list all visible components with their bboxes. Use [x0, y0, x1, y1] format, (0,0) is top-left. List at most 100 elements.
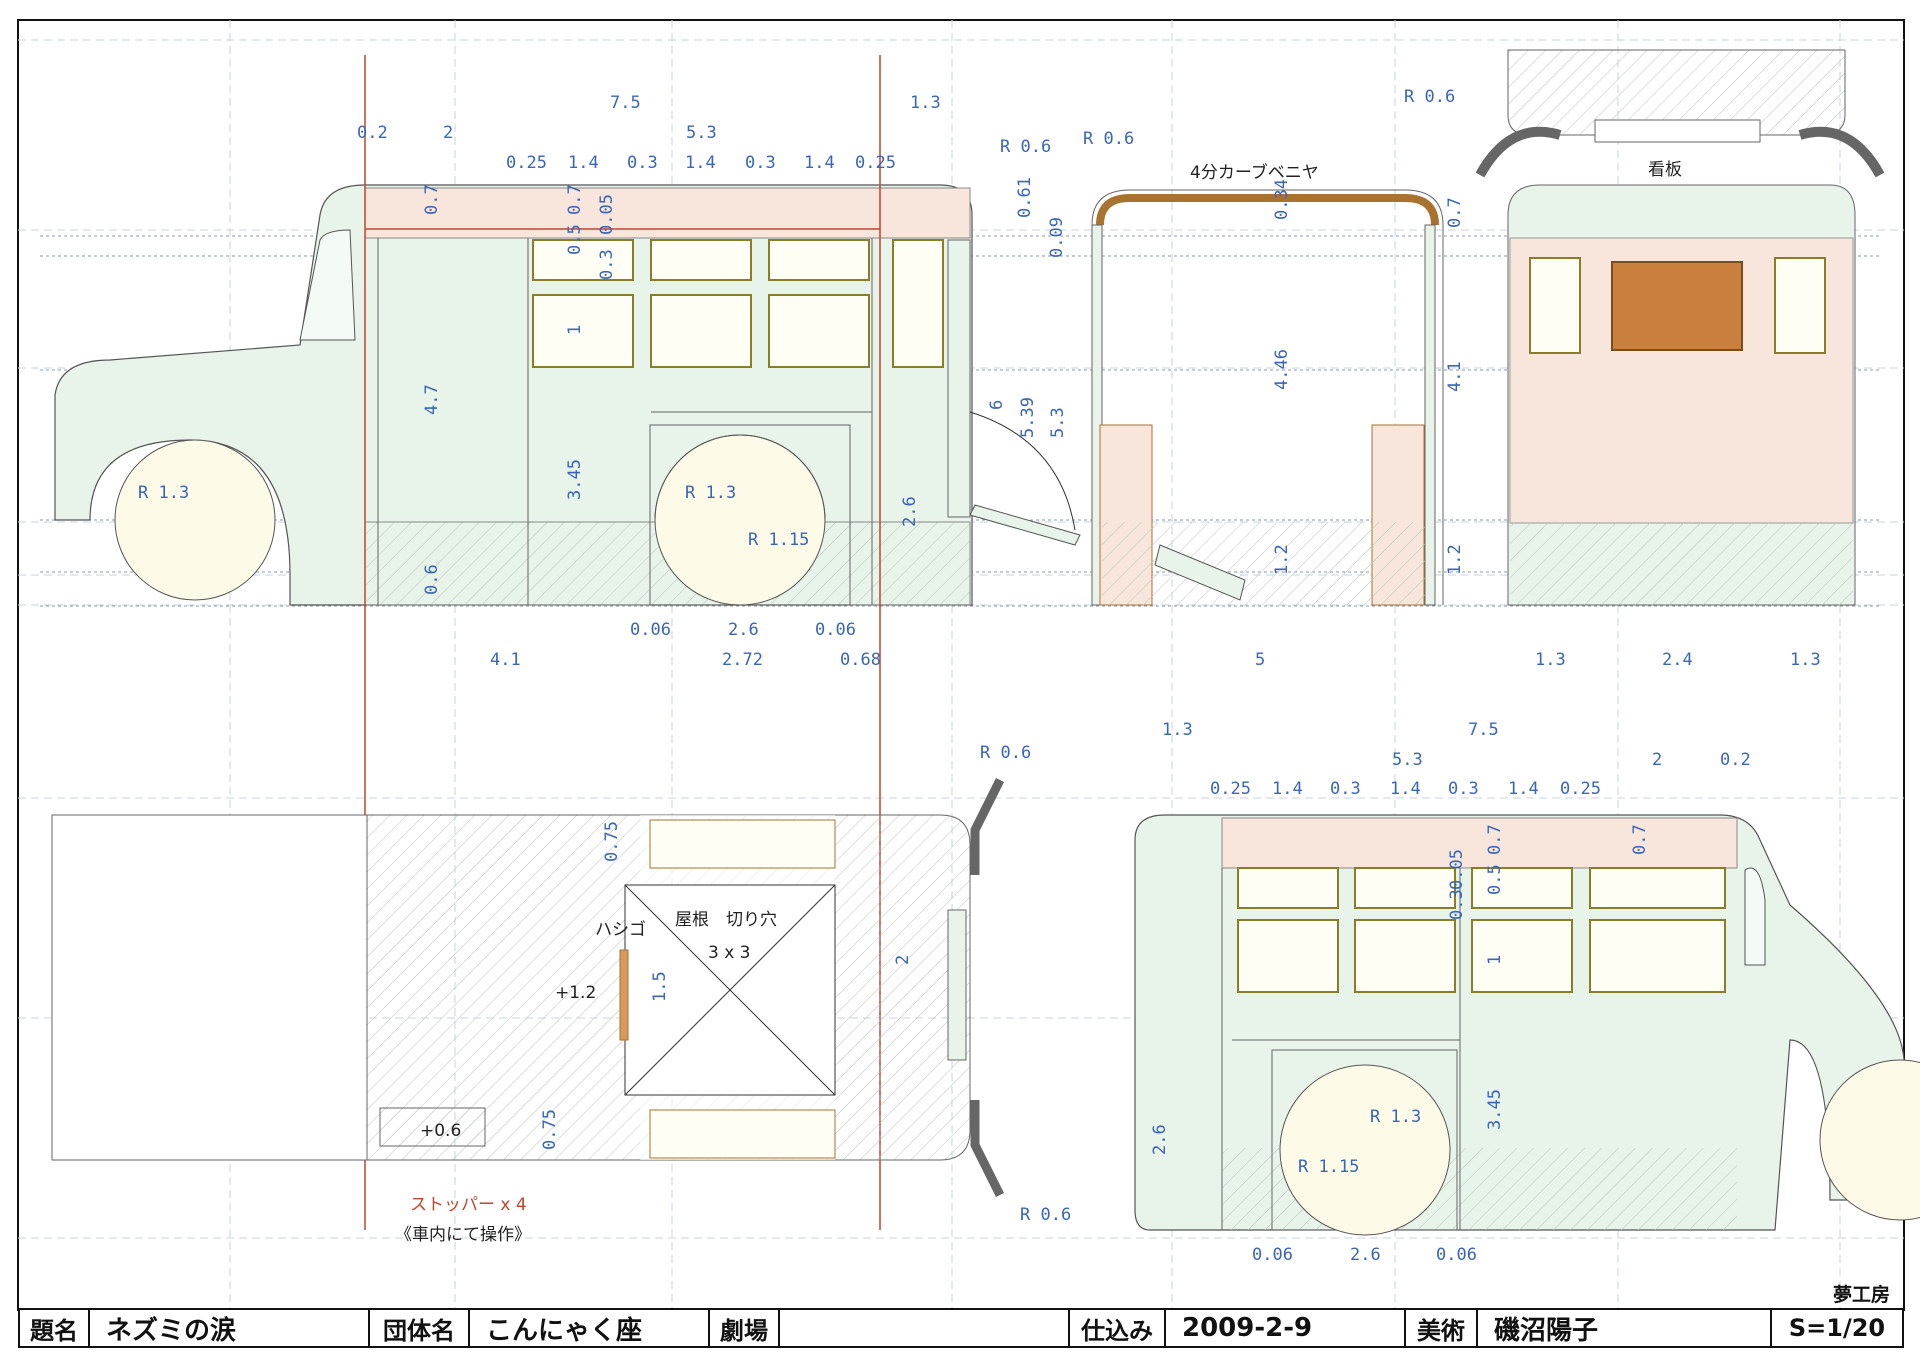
dimensions-side-a: 7.5 1.3 0.2 2 5.3 0.25 1.4 0.3 1.4 0.3 1…: [138, 93, 941, 670]
signboard-label: 看板: [1648, 160, 1682, 180]
dim: 1.4: [1272, 779, 1303, 799]
dim: 0.3: [1448, 779, 1479, 799]
dim: 5.39: [1018, 397, 1038, 438]
dim: 4.7: [422, 384, 442, 415]
dim: R 1.3: [1370, 1107, 1421, 1127]
dim: 1.4: [1390, 779, 1421, 799]
dim: 3.45: [1485, 1089, 1505, 1130]
roof-cutout-size: 3 x 3: [708, 943, 751, 963]
dim: 1.3: [1162, 720, 1193, 740]
dim: 0.2: [1720, 750, 1751, 770]
dim: 1.2: [1272, 544, 1292, 575]
dim: 7.5: [610, 93, 641, 113]
theater-value: [780, 1310, 1070, 1346]
front-view: [1091, 189, 1444, 606]
dim: 0.75: [602, 821, 622, 862]
dimensions-plan: R 0.6 R 0.6 0.75 0.75 1.5 2: [540, 743, 1071, 1225]
plus-0-6-label: +0.6: [420, 1121, 461, 1141]
dim: 0.68: [840, 650, 881, 670]
dim: R 1.15: [1298, 1157, 1359, 1177]
dim: R 0.6: [1020, 1205, 1071, 1225]
dim: 1.2: [1445, 544, 1465, 575]
dimensions-rear: 1.3 2.4 1.3: [1535, 650, 1821, 670]
dim: 0.3: [1447, 889, 1467, 920]
setup-label: 仕込み: [1070, 1310, 1166, 1346]
dim: 1.4: [685, 153, 716, 173]
dim: 0.61: [1015, 177, 1035, 218]
dim: 2: [1652, 750, 1662, 770]
dim: 0.25: [855, 153, 896, 173]
art-label: 美術: [1406, 1310, 1478, 1346]
dim: 1.3: [1535, 650, 1566, 670]
dim: 5.3: [1048, 407, 1068, 438]
side-view-left: [54, 55, 1081, 1230]
setup-value: 2009-2-9: [1166, 1310, 1406, 1346]
dim: 0.3: [597, 249, 617, 280]
title-label: 題名: [20, 1310, 90, 1346]
dim: 3.45: [565, 459, 585, 500]
studio-mark: 夢工房: [1832, 1284, 1890, 1306]
dim: 1.3: [1790, 650, 1821, 670]
dim: 0.06: [815, 620, 856, 640]
dim: 6: [987, 400, 1007, 410]
dim: 0.06: [1252, 1245, 1293, 1265]
dim: 1.4: [1508, 779, 1539, 799]
ladder-label: ハシゴ: [595, 919, 646, 940]
curve-plywood-label: 4分カーブベニヤ: [1190, 162, 1319, 183]
dim: R 1.15: [748, 530, 809, 550]
stopper-label: ストッパー x 4: [410, 1195, 527, 1215]
scale-value: S=1/20: [1788, 1314, 1886, 1342]
dim: R 0.6: [1083, 129, 1134, 149]
dim: R 0.6: [1000, 137, 1051, 157]
dim: 1.5: [650, 971, 670, 1002]
dim: R 1.3: [685, 483, 736, 503]
group-value: こんにゃく座: [470, 1310, 710, 1346]
dim: 0.75: [540, 1109, 560, 1150]
dim: 0.3: [745, 153, 776, 173]
stopper-note: 《車内にて操作》: [395, 1225, 531, 1245]
art-value: 磯沼陽子: [1478, 1310, 1772, 1346]
dim: 2.6: [1150, 1124, 1170, 1155]
dim: 0.7: [1445, 197, 1465, 228]
dimensions-side-b: 1.3 7.5 5.3 2 0.2 0.25 1.4 0.3 1.4 0.3 1…: [1150, 720, 1751, 1265]
dim: 0.3: [627, 153, 658, 173]
dim: 4.46: [1272, 349, 1292, 390]
rear-view: [1475, 49, 1885, 606]
dim: 0.2: [357, 123, 388, 143]
dim: 0.25: [1210, 779, 1251, 799]
dim: 0.25: [1560, 779, 1601, 799]
dim: 4.1: [1445, 361, 1465, 392]
plan-view: [51, 777, 1005, 1198]
dim: 5: [1255, 650, 1265, 670]
dim: 0.7: [1630, 824, 1650, 855]
theater-label: 劇場: [710, 1310, 780, 1346]
dim: 0.09: [1047, 217, 1067, 258]
signboard-panel: [1611, 261, 1743, 351]
dim: 2.6: [728, 620, 759, 640]
dim: 0.7: [422, 184, 442, 215]
dim: 5.3: [1392, 750, 1423, 770]
dim: 0.5: [565, 224, 585, 255]
title-value: ネズミの涙: [90, 1310, 370, 1346]
dim: 0.34: [1272, 179, 1292, 220]
dimensions-front: R 0.6 R 0.6 R 0.6 0.61 0.09 6 5.39 5.3 0…: [987, 87, 1465, 670]
dim: 0.3: [1330, 779, 1361, 799]
dim: 0.06: [1436, 1245, 1477, 1265]
dim: R 1.3: [138, 483, 189, 503]
dim: 1: [1485, 955, 1505, 965]
dim: 1.4: [568, 153, 599, 173]
dim: 1.3: [910, 93, 941, 113]
dim: 2: [443, 123, 453, 143]
dim: R 0.6: [1404, 87, 1455, 107]
dim: 2.72: [722, 650, 763, 670]
dim: 0.25: [506, 153, 547, 173]
dim: 0.05: [1447, 849, 1467, 890]
dim: 0.5: [1485, 864, 1505, 895]
dim: 2.4: [1662, 650, 1693, 670]
dim: 1: [565, 325, 585, 335]
dim: 7.5: [1468, 720, 1499, 740]
dim: 2: [893, 955, 913, 965]
dim: 0.06: [630, 620, 671, 640]
